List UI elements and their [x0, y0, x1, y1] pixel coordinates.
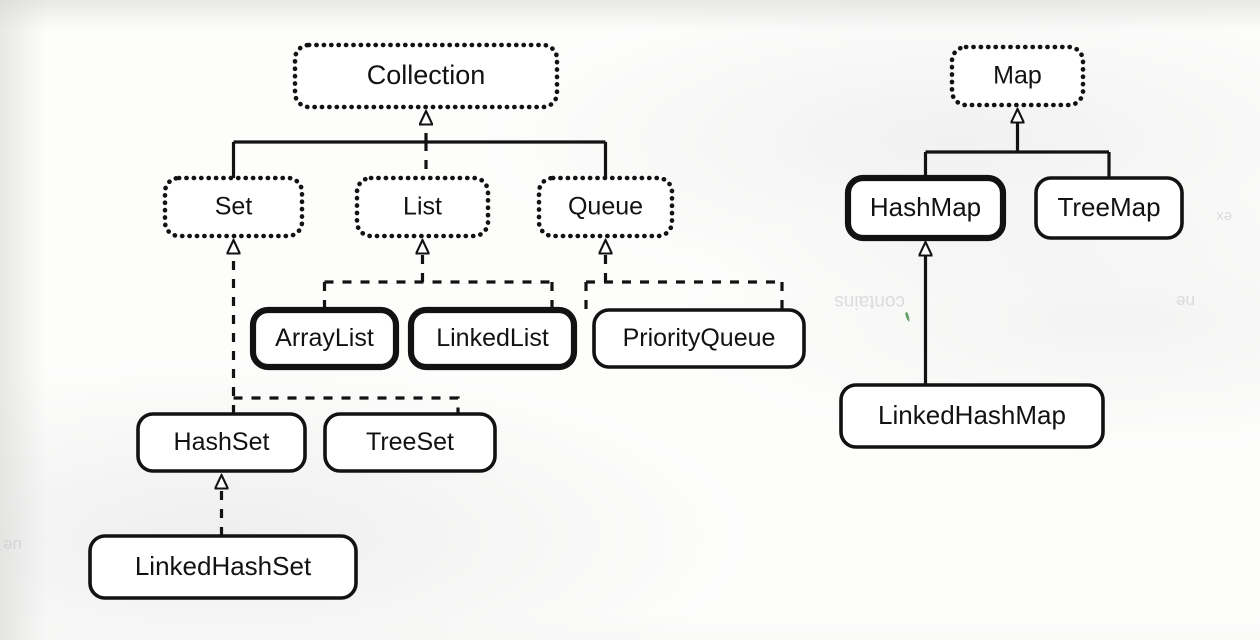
node-hashmap[interactable]: HashMap: [848, 178, 1003, 238]
node-label: LinkedHashMap: [878, 400, 1066, 430]
ghost-mark-layer: contains ne ue ex: [3, 208, 1232, 555]
node-label: TreeMap: [1057, 192, 1160, 222]
node-label: TreeSet: [366, 428, 454, 456]
node-label: Collection: [367, 60, 486, 90]
ghost-mark-ghost-3: ue: [3, 536, 22, 555]
node-treemap[interactable]: TreeMap: [1036, 178, 1182, 238]
node-linkedhashmap[interactable]: LinkedHashMap: [841, 385, 1103, 447]
node-treeset[interactable]: TreeSet: [325, 414, 495, 471]
node-collection[interactable]: Collection: [295, 45, 557, 107]
ghost-mark-ghost-2: ne: [1176, 292, 1195, 311]
edge-treeset-to-set: [234, 398, 459, 414]
node-label: Map: [993, 62, 1042, 90]
node-label: PriorityQueue: [623, 324, 776, 352]
node-label: Queue: [568, 193, 643, 221]
node-label: LinkedList: [436, 324, 549, 352]
ghost-mark-ghost-1: contains: [834, 291, 905, 312]
node-label: List: [403, 193, 442, 221]
node-linkedhashset[interactable]: LinkedHashSet: [90, 536, 356, 598]
node-queue[interactable]: Queue: [539, 178, 672, 236]
node-label: LinkedHashSet: [135, 551, 312, 581]
ink-speck-artifact: [905, 312, 909, 322]
ghost-mark-ghost-4: ex: [1216, 208, 1232, 225]
node-label: HashSet: [174, 428, 270, 456]
node-set[interactable]: Set: [165, 178, 302, 236]
node-label: Set: [215, 193, 253, 221]
node-priorityqueue[interactable]: PriorityQueue: [594, 310, 804, 367]
node-hashset[interactable]: HashSet: [138, 414, 305, 471]
node-arraylist[interactable]: ArrayList: [253, 310, 396, 367]
node-label: ArrayList: [275, 324, 374, 352]
node-map[interactable]: Map: [952, 47, 1083, 105]
node-label: HashMap: [870, 192, 981, 222]
node-linkedlist[interactable]: LinkedList: [411, 310, 574, 367]
node-list[interactable]: List: [357, 178, 488, 236]
